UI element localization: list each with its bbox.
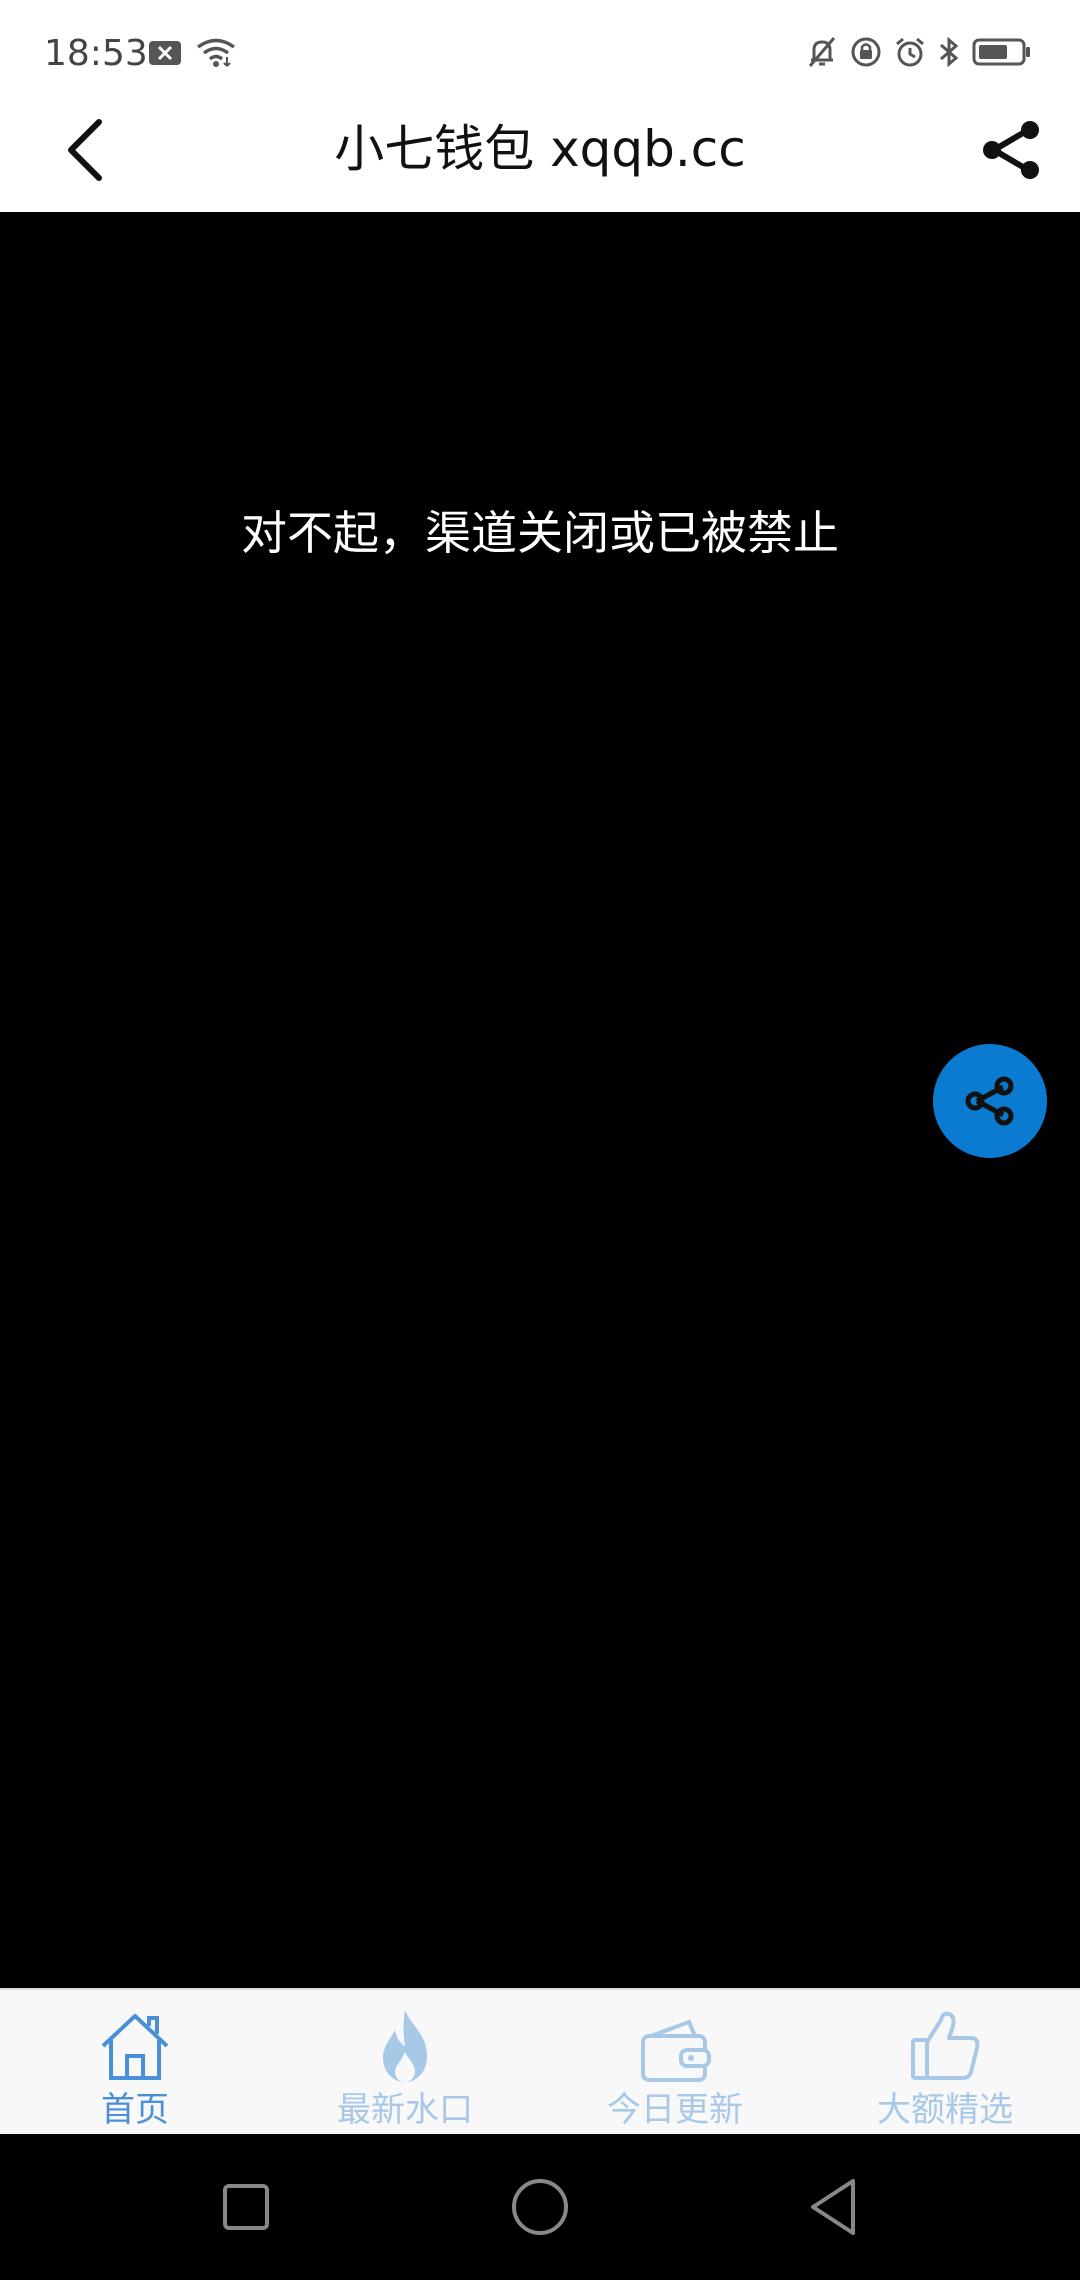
rotation-lock-icon — [850, 36, 882, 68]
wallet-icon — [637, 2008, 713, 2084]
mute-bell-icon — [806, 36, 838, 68]
tab-latest[interactable]: 最新水口 — [270, 1990, 540, 2136]
tab-selected[interactable]: 大额精选 — [810, 1990, 1080, 2136]
system-nav-bar — [0, 2134, 1080, 2280]
page-title: 小七钱包 xqqb.cc — [334, 120, 746, 178]
share-button[interactable] — [974, 112, 1050, 188]
status-bar: 18:53 — [0, 0, 1080, 90]
triangle-back-icon — [811, 2179, 855, 2235]
tab-label: 最新水口 — [337, 2090, 473, 2130]
share-icon — [965, 1076, 1014, 1126]
tab-label: 大额精选 — [877, 2090, 1013, 2130]
share-icon — [983, 121, 1039, 179]
recent-apps-button[interactable] — [211, 2172, 281, 2242]
wifi-icon — [196, 38, 236, 68]
battery-icon — [972, 37, 1032, 67]
alarm-icon — [894, 36, 926, 68]
tab-label: 首页 — [101, 2090, 169, 2130]
status-time: 18:53 — [44, 33, 148, 74]
chevron-left-icon — [68, 119, 102, 181]
home-nav-button[interactable] — [505, 2172, 575, 2242]
title-bar: 小七钱包 xqqb.cc — [0, 90, 1080, 213]
bottom-tab-bar: 首页 最新水口 今日更新 — [0, 1988, 1080, 2136]
tab-home[interactable]: 首页 — [0, 1990, 270, 2136]
back-nav-button[interactable] — [798, 2172, 868, 2242]
square-icon — [223, 2184, 269, 2230]
floating-share-button[interactable] — [933, 1044, 1047, 1158]
status-left-icons — [148, 38, 236, 68]
tab-label: 今日更新 — [607, 2090, 743, 2130]
tab-today[interactable]: 今日更新 — [540, 1990, 810, 2136]
notification-x-icon — [148, 40, 182, 66]
home-icon — [97, 2008, 173, 2084]
circle-icon — [512, 2179, 568, 2235]
error-message: 对不起，渠道关闭或已被禁止 — [241, 506, 839, 560]
flame-icon — [375, 2008, 435, 2084]
thumbs-up-icon — [907, 2008, 983, 2084]
back-button[interactable] — [50, 112, 120, 188]
bluetooth-icon — [938, 36, 960, 68]
web-content: 对不起，渠道关闭或已被禁止 — [0, 212, 1080, 1988]
status-right-icons — [806, 36, 1032, 68]
